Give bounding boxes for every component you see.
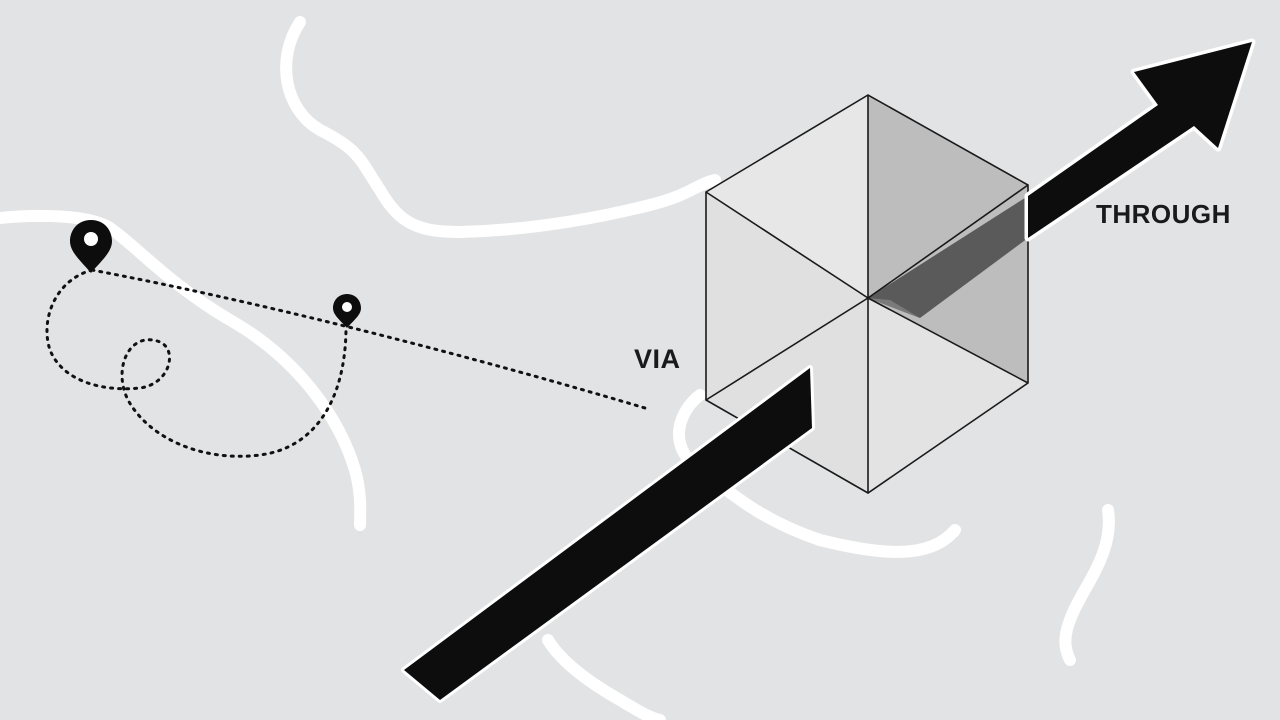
- cube-tunnel: [868, 196, 1028, 318]
- road-left: [0, 209, 367, 531]
- map-pin-icon: [333, 294, 361, 328]
- cube-edges: [705, 94, 1029, 494]
- via-label: VIA: [634, 344, 681, 374]
- map-pin-icon: [70, 220, 112, 273]
- road-bottom: [542, 634, 666, 720]
- cube-right-face-light: [868, 298, 1028, 493]
- road-middle: [673, 389, 961, 558]
- through-label: THROUGH: [1096, 199, 1231, 229]
- route-straight: [90, 268, 647, 410]
- arrow-tail-fill: [404, 368, 812, 700]
- arrow-icon: [401, 38, 1256, 703]
- cube-tunnel-edge: [868, 298, 920, 318]
- arrow-head-fill: [1028, 42, 1252, 238]
- route-loops: [45, 268, 348, 458]
- road-right: [1059, 504, 1115, 666]
- cube-icon: [705, 94, 1029, 494]
- dotted-route: [45, 268, 647, 458]
- road-top: [280, 16, 721, 238]
